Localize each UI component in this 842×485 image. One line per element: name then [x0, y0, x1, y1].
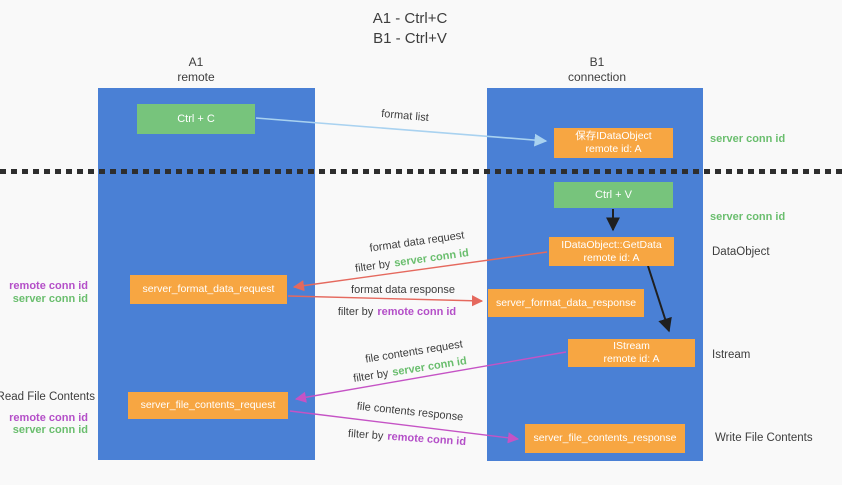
annotation-read-file-contents: Read File Contents [0, 391, 95, 403]
column-b1-name: B1 [589, 55, 605, 69]
annotation-dataobject: DataObject [712, 246, 770, 258]
node-server-file-contents-request: server_file_contents_request [128, 392, 288, 419]
arrow-file-contents-response [289, 410, 520, 444]
node-getdata-line1: IDataObject::GetData [561, 238, 662, 251]
node-ctrl-v: Ctrl + V [554, 182, 673, 208]
annotation-write-file-contents: Write File Contents [715, 432, 813, 444]
arrow-getdata-to-istream [647, 265, 672, 333]
label-format-data-response: format data response [351, 284, 455, 296]
node-ctrl-c-label: Ctrl + C [177, 112, 215, 125]
diagram-title-line1: A1 - Ctrl+C [372, 10, 448, 27]
node-istream-line1: IStream [613, 340, 650, 352]
node-idataobject-getdata: IDataObject::GetData remote id: A [549, 237, 674, 266]
annotation-istream: Istream [712, 349, 751, 361]
node-ctrl-v-label: Ctrl + V [595, 188, 632, 201]
annotation-server-conn-id-save: server conn id [710, 133, 786, 145]
annotation-format-remote-conn-id: remote conn id [9, 280, 88, 292]
column-a1-subtitle: remote [177, 70, 215, 84]
node-file-contents-response-label: server_file_contents_response [533, 432, 677, 444]
filter-by-text: filter by [337, 306, 374, 318]
label-format-data-response-text: format data response [351, 284, 455, 296]
column-header-a1: A1 remote [177, 55, 214, 85]
arrow-file-contents-request [294, 351, 567, 403]
node-save-idataobject-line1: 保存IDataObject [575, 130, 652, 142]
node-getdata-line2: remote id: A [583, 251, 640, 264]
node-ctrl-c: Ctrl + C [137, 104, 255, 134]
node-server-format-data-request: server_format_data_request [130, 275, 287, 304]
filter-by-text: filter by [347, 427, 384, 443]
node-server-file-contents-response: server_file_contents_response [525, 424, 685, 453]
column-header-b1: B1 connection [568, 55, 626, 85]
annotation-file-remote-conn-id: remote conn id [9, 412, 88, 424]
arrow-format-data-response [287, 295, 484, 307]
node-istream-line2: remote id: A [603, 353, 660, 365]
node-save-idataobject-line2: remote id: A [585, 143, 642, 155]
node-file-contents-request-label: server_file_contents_request [140, 399, 276, 411]
session-separator-line [0, 169, 842, 174]
arrow-format-list [255, 117, 548, 147]
annotation-server-conn-id-paste: server conn id [710, 211, 786, 223]
remote-conn-id-text: remote conn id [377, 306, 457, 318]
annotation-file-server-conn-id: server conn id [12, 424, 88, 436]
node-format-data-request-label: server_format_data_request [142, 283, 275, 295]
label-format-data-response-filter: filter by remote conn id [338, 306, 456, 318]
node-format-data-response-label: server_format_data_response [495, 296, 637, 309]
column-b1-subtitle: connection [567, 70, 627, 84]
column-a1-name: A1 [188, 55, 204, 69]
annotation-format-server-conn-id: server conn id [12, 293, 88, 305]
node-save-idataobject: 保存IDataObject remote id: A [554, 128, 673, 158]
arrow-format-data-request [292, 251, 548, 292]
node-server-format-data-response: server_format_data_response [488, 289, 644, 317]
node-istream: IStream remote id: A [568, 339, 695, 367]
diagram-title-line2: B1 - Ctrl+V [373, 30, 447, 47]
